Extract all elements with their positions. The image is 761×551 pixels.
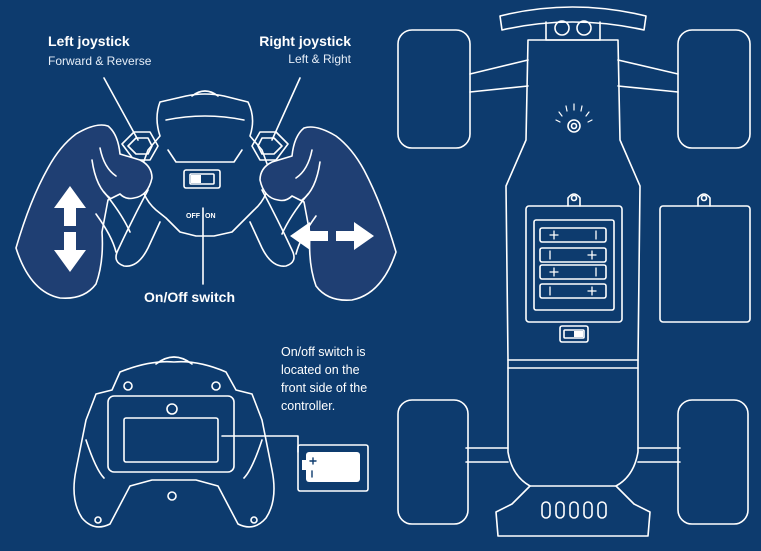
controller-battery-box <box>297 444 369 492</box>
arrow-left-icon <box>290 222 328 250</box>
right-hand <box>259 126 397 302</box>
onoff-switch-label: On/Off switch <box>144 289 235 305</box>
switch-location-note: On/off switch is located on the front si… <box>281 343 367 415</box>
left-joystick-subtitle: Forward & Reverse <box>48 54 152 68</box>
note-line: located on the <box>281 363 360 377</box>
right-joystick-title: Right joystick <box>259 33 351 49</box>
power-switch-icon <box>191 175 201 183</box>
car-bottom-view <box>397 6 751 537</box>
front-left-wheel <box>397 29 471 149</box>
left-joystick-leader <box>103 77 139 141</box>
controller-back-view <box>73 356 299 528</box>
light-sensor-icon <box>555 103 593 133</box>
note-line: controller. <box>281 399 336 413</box>
arrow-down-icon <box>54 232 86 272</box>
arrow-right-icon <box>336 222 374 250</box>
battery-cover <box>659 205 751 323</box>
note-line: front side of the <box>281 381 368 395</box>
controller-switch-off-label: OFF <box>186 213 201 220</box>
power-switch-icon <box>574 331 583 337</box>
rear-right-wheel <box>677 399 749 525</box>
rear-left-wheel <box>397 399 469 525</box>
left-hand <box>15 124 153 300</box>
note-line: On/off switch is <box>281 345 366 359</box>
left-joystick-title: Left joystick <box>48 33 130 49</box>
battery-icon <box>306 452 360 482</box>
right-joystick-subtitle: Left & Right <box>288 52 351 66</box>
right-joystick-leader <box>271 77 301 141</box>
arrow-up-icon <box>54 186 86 226</box>
front-right-wheel <box>677 29 751 149</box>
controller-switch-on-label: ON <box>205 213 216 220</box>
car-batteries <box>539 227 607 299</box>
